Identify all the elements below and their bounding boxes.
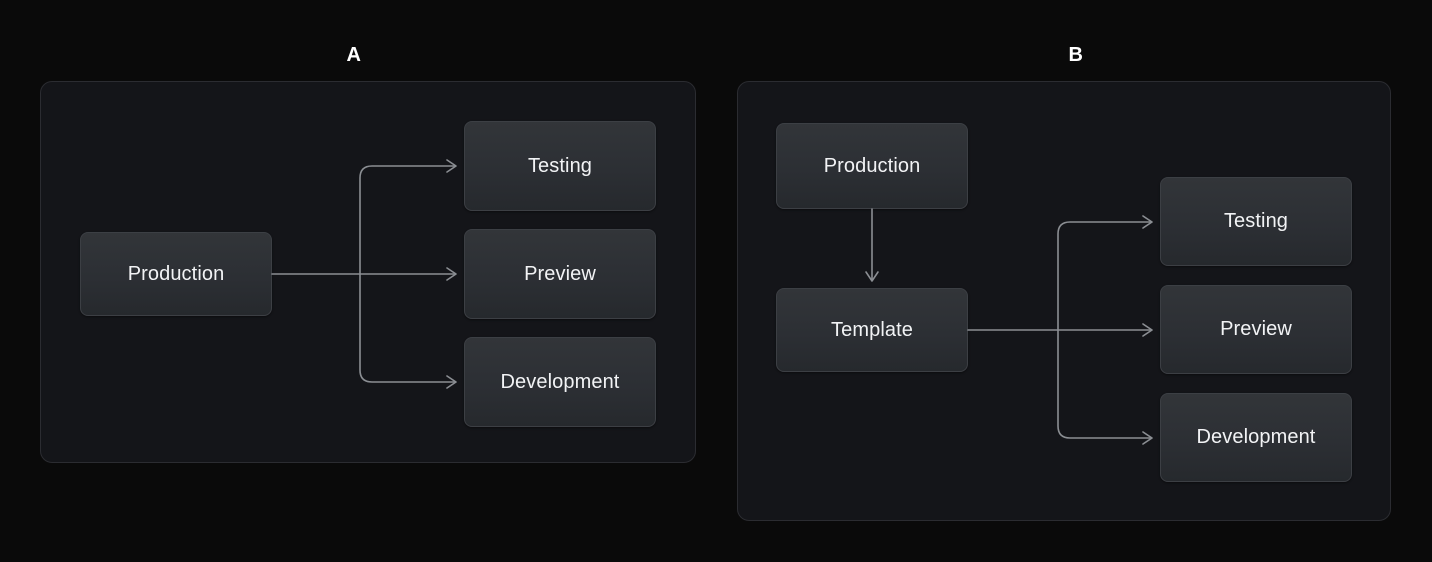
- node-a-development[interactable]: Development: [464, 337, 656, 427]
- node-b-preview[interactable]: Preview: [1160, 285, 1352, 374]
- panel-a-caption: A: [346, 44, 362, 66]
- node-label: Preview: [524, 262, 596, 285]
- node-b-template[interactable]: Template: [776, 288, 968, 372]
- node-label: Development: [500, 370, 620, 393]
- node-label: Preview: [1220, 318, 1292, 340]
- node-b-testing[interactable]: Testing: [1160, 177, 1352, 266]
- node-label: Template: [831, 318, 913, 341]
- node-a-preview[interactable]: Preview: [464, 229, 656, 319]
- node-label: Production: [127, 262, 225, 285]
- node-label: Testing: [527, 154, 593, 177]
- node-a-production[interactable]: Production: [80, 232, 272, 316]
- node-b-production[interactable]: Production: [776, 123, 968, 209]
- node-b-development[interactable]: Development: [1160, 393, 1352, 482]
- node-label: Development: [1196, 426, 1316, 448]
- panel-b-caption: B: [1068, 44, 1084, 66]
- node-a-testing[interactable]: Testing: [464, 121, 656, 211]
- node-label: Production: [823, 154, 921, 177]
- node-label: Testing: [1223, 210, 1289, 232]
